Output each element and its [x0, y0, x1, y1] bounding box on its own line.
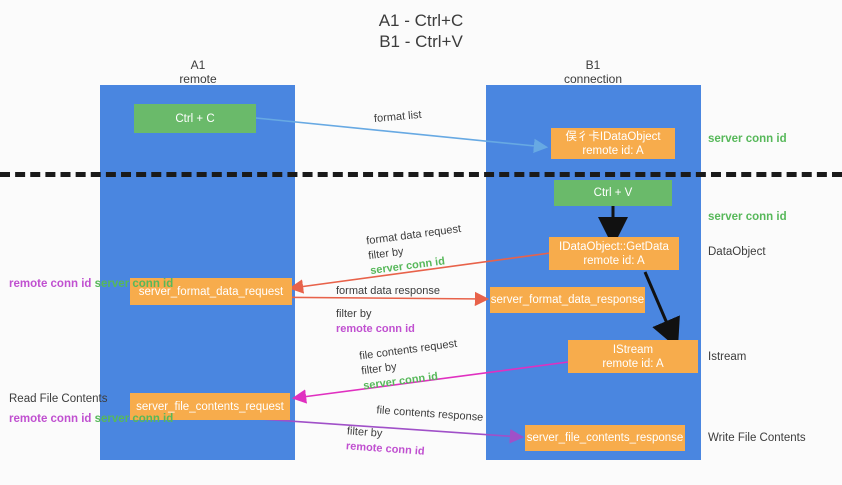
- side-label-server-conn-id-top: server conn id: [708, 132, 787, 147]
- edge-label-format-data-response-line1: format data response: [336, 285, 440, 297]
- page-title: A1 - Ctrl+C B1 - Ctrl+V: [0, 10, 842, 52]
- box-idataobject[interactable]: 俣彳卡IDataObject remote id: A: [551, 128, 675, 159]
- edge-label-file-contents-response-filter: filter by remote conn id: [345, 424, 482, 463]
- side-label-conn-ids-lower: remote conn id server conn id: [9, 412, 173, 427]
- side-label-write-file-contents: Write File Contents: [708, 431, 806, 446]
- edge-label-format-data-response: format data response filter by remote co…: [336, 284, 440, 337]
- box-getdata-line2: remote id: A: [583, 254, 645, 267]
- edge-label-format-data-request: format data request filter by server con…: [365, 222, 465, 279]
- lane-header-a1: A1 remote: [130, 58, 266, 86]
- side-label-istream-text: Istream: [708, 351, 747, 363]
- box-ctrl-v-label: Ctrl + V: [593, 187, 633, 199]
- side-label-read-file-contents-text: Read File Contents: [9, 393, 108, 405]
- box-server-file-contents-request[interactable]: server_file_contents_request: [130, 393, 290, 420]
- side-label-server-conn-id-mid: server conn id: [708, 210, 787, 225]
- box-server-format-data-request-label: server_format_data_request: [138, 285, 284, 298]
- side-label-dataobject-text: DataObject: [708, 246, 766, 258]
- lane-a1-sub: remote: [179, 72, 217, 86]
- lane-a1-name: A1: [190, 58, 206, 72]
- box-server-format-data-response-label: server_format_data_response: [490, 294, 645, 306]
- side-label-server-conn-id-upper: server conn id: [94, 278, 174, 290]
- edge-label-file-contents-response: file contents response filter by remote …: [345, 403, 484, 463]
- lane-b1-sub: connection: [563, 72, 623, 86]
- side-label-write-file-contents-text: Write File Contents: [708, 432, 806, 444]
- side-label-dataobject: DataObject: [708, 245, 766, 260]
- box-istream[interactable]: IStream remote id: A: [568, 340, 698, 373]
- box-server-file-contents-response[interactable]: server_file_contents_response: [525, 425, 685, 451]
- side-label-server-conn-id-lower: server conn id: [94, 413, 174, 425]
- box-ctrl-c-label: Ctrl + C: [175, 112, 215, 125]
- edge-label-format-data-response-filter-prefix: filter by: [336, 308, 372, 320]
- horizontal-dashed-divider: [0, 172, 842, 177]
- title-line-2: B1 - Ctrl+V: [379, 32, 463, 51]
- box-ctrl-v[interactable]: Ctrl + V: [554, 180, 672, 206]
- side-label-remote-conn-id-upper: remote conn id: [9, 278, 92, 290]
- box-server-file-contents-response-label: server_file_contents_response: [526, 432, 684, 444]
- box-server-file-contents-request-label: server_file_contents_request: [136, 400, 284, 413]
- lane-b1-name: B1: [585, 58, 601, 72]
- edge-label-file-contents-request: file contents request filter by server c…: [358, 337, 461, 394]
- box-getdata[interactable]: IDataObject::GetData remote id: A: [549, 237, 679, 270]
- edge-label-format-list-text: format list: [373, 108, 423, 126]
- box-istream-line2: remote id: A: [602, 357, 664, 370]
- box-idataobject-line1: 俣彳卡IDataObject: [565, 130, 661, 143]
- edge-label-format-data-response-filter: filter by remote conn id: [336, 307, 440, 337]
- side-label-server-conn-id-mid-text: server conn id: [708, 211, 787, 223]
- side-label-remote-conn-id-lower: remote conn id: [9, 413, 92, 425]
- box-istream-line1: IStream: [612, 343, 654, 356]
- box-server-format-data-request[interactable]: server_format_data_request: [130, 278, 292, 305]
- lane-header-b1: B1 connection: [525, 58, 661, 86]
- box-ctrl-c[interactable]: Ctrl + C: [134, 104, 256, 133]
- side-label-istream: Istream: [708, 350, 746, 365]
- side-label-read-file-contents-group: Read File Contents: [9, 392, 107, 407]
- edge-label-format-data-response-filter-value: remote conn id: [336, 323, 415, 335]
- edge-label-format-list: format list: [373, 108, 423, 127]
- box-server-format-data-response[interactable]: server_format_data_response: [490, 287, 645, 313]
- side-label-conn-ids-upper: remote conn id server conn id: [9, 277, 173, 292]
- box-idataobject-line2: remote id: A: [582, 144, 644, 157]
- side-label-server-conn-id-top-text: server conn id: [708, 133, 787, 145]
- title-line-1: A1 - Ctrl+C: [378, 11, 464, 30]
- edge-label-file-contents-response-line1: file contents response: [376, 404, 484, 424]
- box-getdata-line1: IDataObject::GetData: [559, 240, 669, 253]
